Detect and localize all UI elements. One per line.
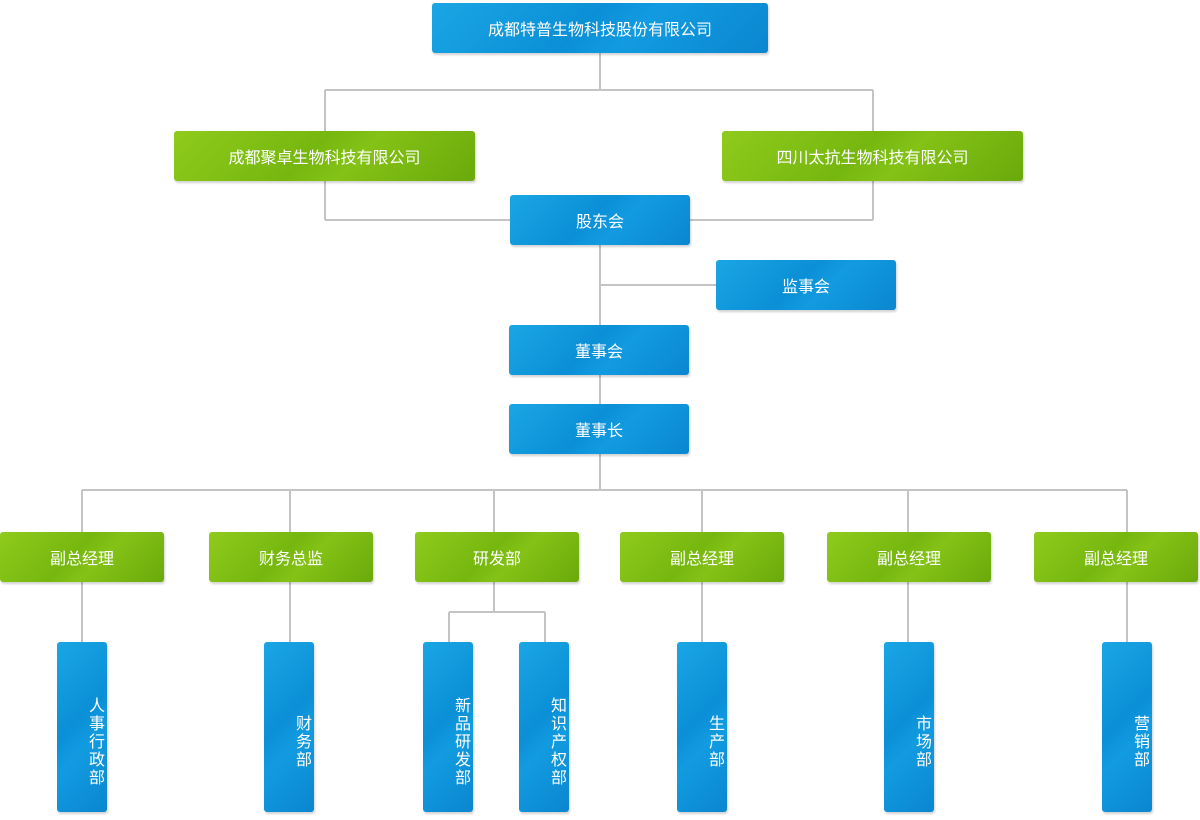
node-board-of-directors: 董事会 <box>509 325 689 375</box>
node-department: 知识产权部 <box>519 642 569 812</box>
node-department: 市场部 <box>884 642 934 812</box>
node-department: 新品研发部 <box>423 642 473 812</box>
node-shareholder-right: 四川太抗生物科技有限公司 <box>722 131 1023 181</box>
node-manager: 副总经理 <box>1034 532 1198 582</box>
node-manager: 研发部 <box>415 532 579 582</box>
node-department: 生产部 <box>677 642 727 812</box>
node-department: 人事行政部 <box>57 642 107 812</box>
node-manager: 副总经理 <box>620 532 784 582</box>
node-parent-company: 成都特普生物科技股份有限公司 <box>432 3 768 53</box>
node-manager: 副总经理 <box>0 532 164 582</box>
node-shareholder-left: 成都聚卓生物科技有限公司 <box>174 131 475 181</box>
node-department: 财务部 <box>264 642 314 812</box>
node-manager: 副总经理 <box>827 532 991 582</box>
node-shareholders-meeting: 股东会 <box>510 195 690 245</box>
node-manager: 财务总监 <box>209 532 373 582</box>
node-supervisory-board: 监事会 <box>716 260 896 310</box>
node-chairman: 董事长 <box>509 404 689 454</box>
node-department: 营销部 <box>1102 642 1152 812</box>
